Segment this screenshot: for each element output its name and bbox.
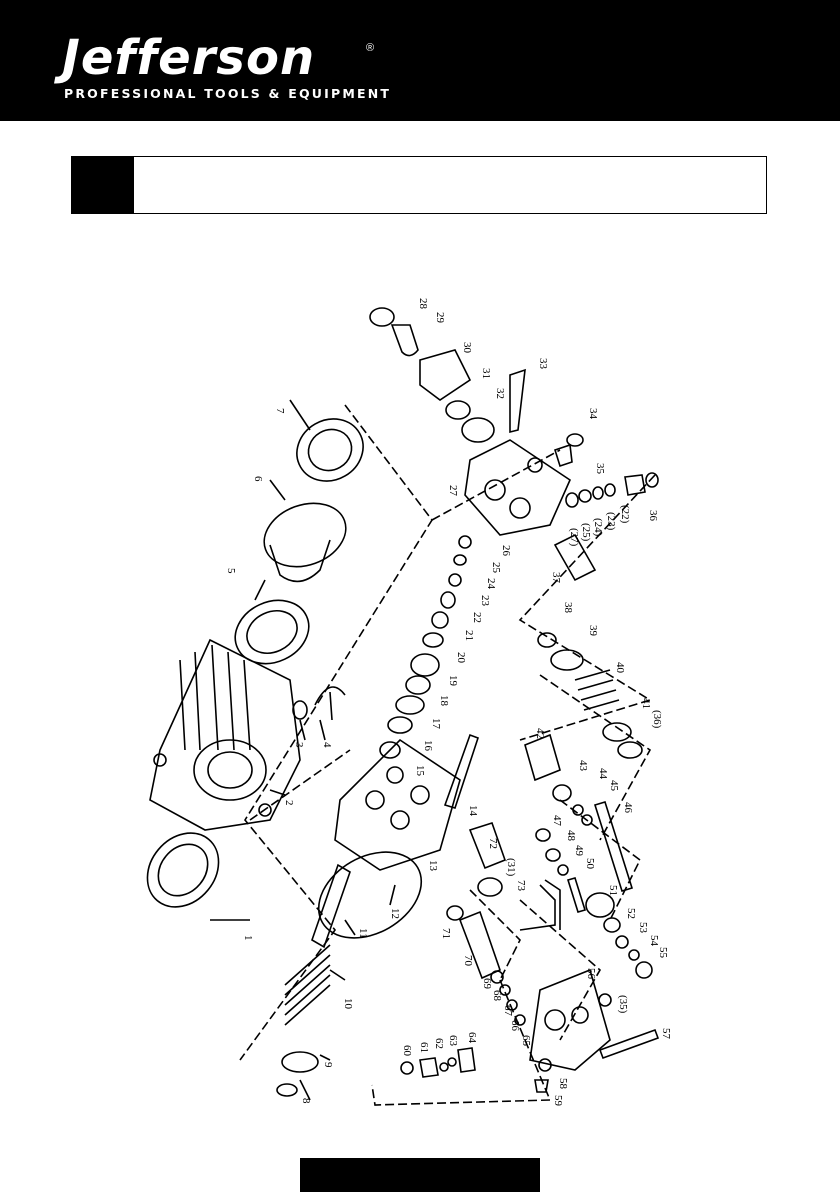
part-label-64: 64 <box>466 1032 478 1044</box>
part-label-47: 47 <box>551 815 563 827</box>
part-label-58: 58 <box>557 1078 569 1090</box>
part-label-22: 22 <box>471 612 483 623</box>
part-label-14: 14 <box>467 805 479 817</box>
part-label-65: 65 <box>520 1035 532 1047</box>
part-label-5: 5 <box>225 568 237 574</box>
part-label-3: 3 <box>293 742 305 748</box>
part-label-23: 23 <box>479 595 491 607</box>
part-ref-27: (27) <box>568 528 580 547</box>
part-ref-24: (24) <box>592 518 604 537</box>
brand-header: Jefferson ® PROFESSIONAL TOOLS & EQUIPME… <box>0 0 840 121</box>
part-label-10: 10 <box>342 998 354 1010</box>
part-label-1: 1 <box>242 935 254 941</box>
part-label-32: 32 <box>494 388 506 399</box>
part-label-13: 13 <box>427 860 439 872</box>
part-ref-31: (31) <box>505 858 517 877</box>
part-label-62: 62 <box>433 1038 445 1049</box>
part-label-4: 4 <box>321 742 333 748</box>
part-label-30: 30 <box>461 342 473 354</box>
part-label-48: 48 <box>565 830 577 842</box>
part-label-39: 39 <box>587 625 599 637</box>
part-label-45: 45 <box>608 780 620 792</box>
part-label-36: 36 <box>647 510 659 522</box>
part-ref-25: (25) <box>580 523 592 542</box>
part-label-44: 44 <box>597 768 609 780</box>
part-label-38: 38 <box>562 602 574 614</box>
part-ref-23: (23) <box>605 512 617 531</box>
part-label-55: 55 <box>657 947 669 959</box>
section-title-box <box>71 156 767 214</box>
part-label-60: 60 <box>401 1045 413 1057</box>
part-label-42: 42 <box>534 728 546 739</box>
part-label-50: 50 <box>584 858 596 870</box>
part-label-6: 6 <box>252 476 264 482</box>
part-label-19: 19 <box>447 675 459 687</box>
part-label-52: 52 <box>625 908 637 919</box>
part-label-7: 7 <box>274 408 286 414</box>
part-label-35: 35 <box>594 463 606 475</box>
part-label-16: 16 <box>422 740 434 752</box>
part-ref-22: (22) <box>619 505 631 524</box>
part-label-15: 15 <box>414 765 426 777</box>
part-label-25: 25 <box>490 562 502 574</box>
part-label-34: 34 <box>587 408 599 420</box>
part-label-17: 17 <box>430 718 442 730</box>
part-label-69: 69 <box>481 978 493 990</box>
part-label-57: 57 <box>660 1028 672 1040</box>
part-label-24: 24 <box>485 578 497 590</box>
part-label-41: 41 <box>640 698 652 709</box>
part-label-40: 40 <box>614 662 626 674</box>
part-label-54: 54 <box>648 935 660 947</box>
part-label-2: 2 <box>283 800 295 806</box>
part-ref-36: (36) <box>651 710 663 729</box>
part-label-68: 68 <box>491 990 503 1002</box>
part-label-26: 26 <box>500 545 512 557</box>
part-label-61: 61 <box>418 1042 430 1053</box>
part-label-56: 56 <box>585 968 597 980</box>
part-label-21: 21 <box>463 630 475 641</box>
part-label-29: 29 <box>434 312 446 324</box>
part-label-59: 59 <box>552 1095 564 1107</box>
part-label-73: 73 <box>515 880 527 892</box>
part-label-31: 31 <box>480 368 492 379</box>
part-label-72: 72 <box>487 838 499 849</box>
brand-tagline: PROFESSIONAL TOOLS & EQUIPMENT <box>64 86 391 101</box>
part-label-12: 12 <box>389 908 401 919</box>
part-ref-35: (35) <box>617 995 629 1014</box>
brand-logo: Jefferson <box>62 34 315 82</box>
exploded-parts-diagram: 1 2 3 4 5 6 7 8 9 10 11 12 13 14 15 16 1… <box>0 280 840 1120</box>
part-label-67: 67 <box>502 1005 514 1017</box>
part-label-9: 9 <box>322 1062 334 1068</box>
part-label-53: 53 <box>637 922 649 934</box>
registered-mark: ® <box>366 42 374 54</box>
part-label-51: 51 <box>607 885 619 896</box>
part-label-18: 18 <box>438 695 450 707</box>
section-tab <box>72 157 134 213</box>
part-label-43: 43 <box>577 760 589 772</box>
part-label-27: 27 <box>447 485 459 497</box>
part-label-37: 37 <box>550 572 562 584</box>
part-label-33: 33 <box>537 358 549 370</box>
part-label-8: 8 <box>300 1098 312 1104</box>
part-label-20: 20 <box>455 652 467 664</box>
footer-bar <box>300 1158 540 1192</box>
part-label-71: 71 <box>440 928 452 939</box>
part-label-11: 11 <box>357 928 369 939</box>
part-label-63: 63 <box>447 1035 459 1047</box>
part-label-70: 70 <box>462 955 474 967</box>
part-label-49: 49 <box>573 845 585 857</box>
part-label-46: 46 <box>622 802 634 814</box>
part-label-28: 28 <box>417 298 429 310</box>
part-label-66: 66 <box>509 1020 521 1032</box>
